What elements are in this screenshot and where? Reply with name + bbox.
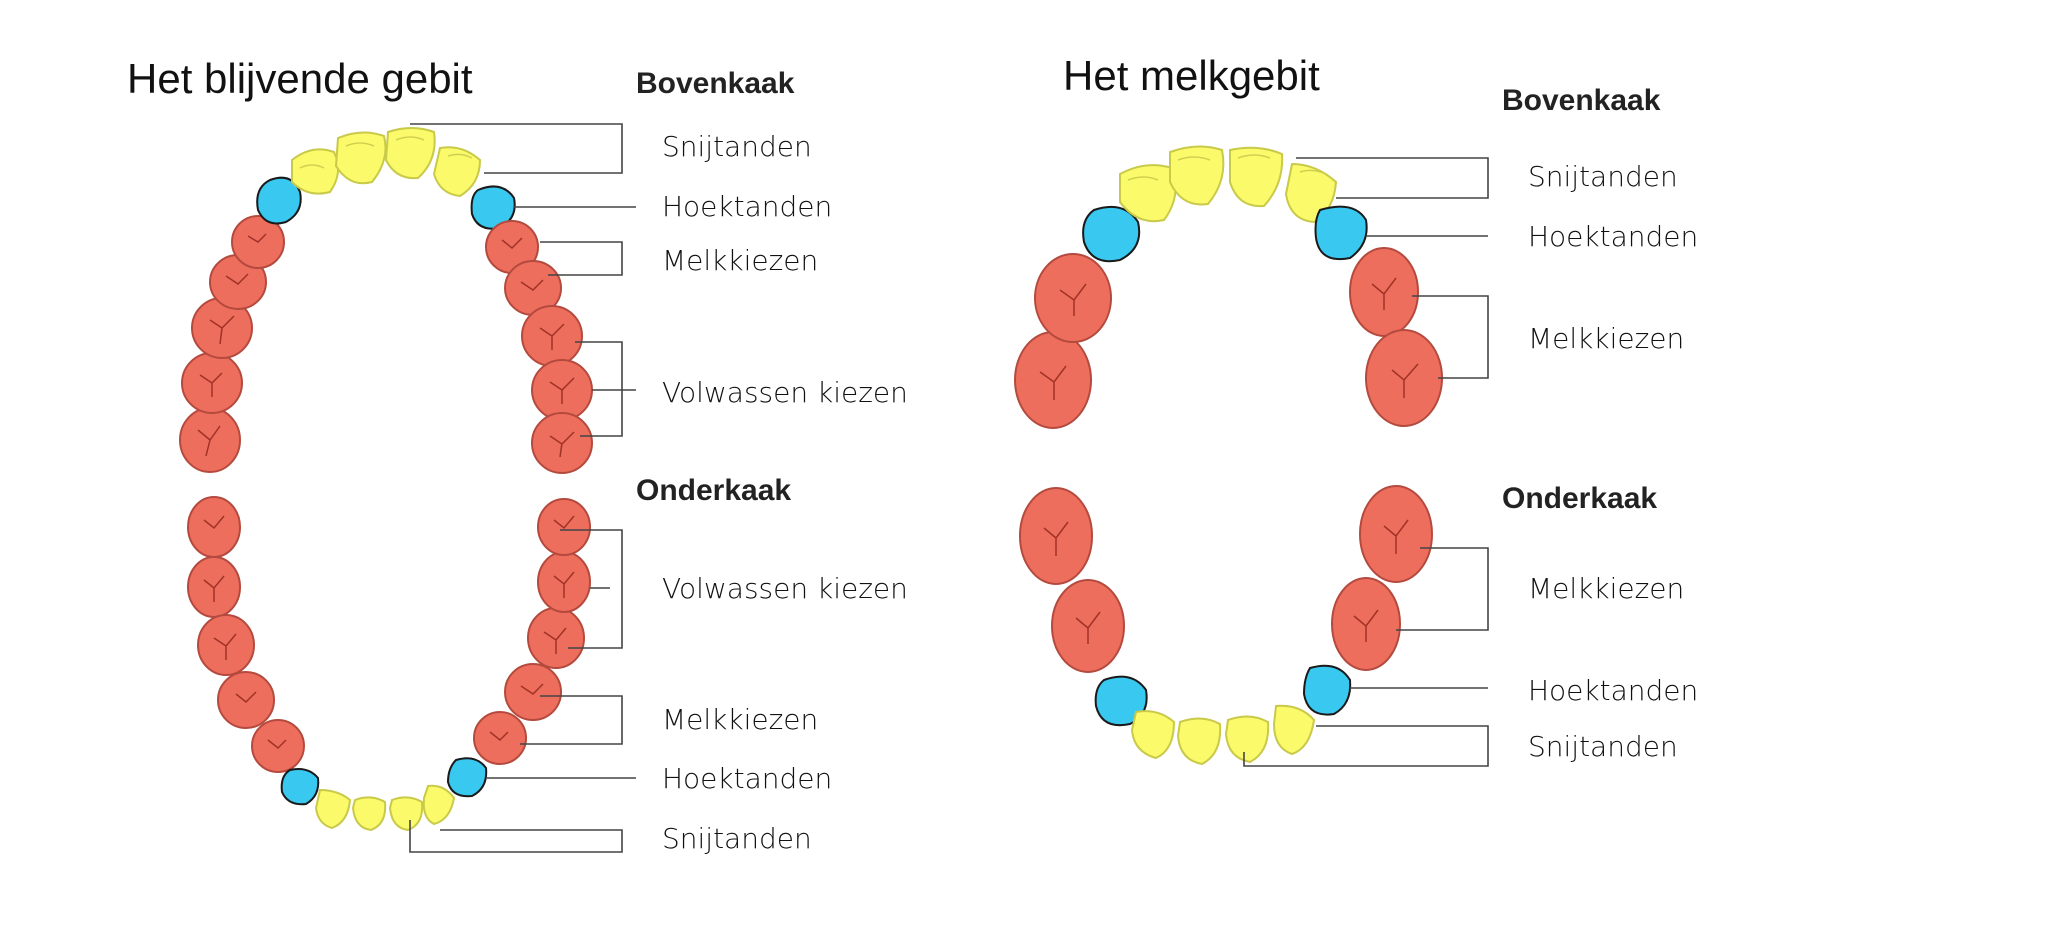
tooth-incisor xyxy=(1224,715,1270,764)
tooth-molar xyxy=(521,305,583,367)
permanent-lower-label: Snijtanden xyxy=(662,822,812,855)
primary-upper-leaders xyxy=(1296,157,1489,379)
tooth-molar xyxy=(527,607,585,669)
primary-lower-jaw xyxy=(1019,485,1433,766)
tooth-molar xyxy=(1051,579,1125,673)
tooth-incisor xyxy=(1119,164,1177,223)
tooth-incisor xyxy=(1130,710,1176,760)
permanent-upper-label: Hoektanden xyxy=(662,190,832,223)
tooth-molar xyxy=(537,498,591,556)
tooth-incisor xyxy=(1272,704,1316,756)
tooth-incisor xyxy=(1229,146,1284,208)
tooth-canine xyxy=(1094,675,1148,727)
tooth-molar xyxy=(1034,253,1112,343)
tooth-molar xyxy=(1014,331,1092,429)
permanent-upper-label: Melkkiezen xyxy=(662,244,818,277)
primary-upper-label: Snijtanden xyxy=(1528,160,1678,193)
primary-lower-label: Snijtanden xyxy=(1528,730,1678,763)
tooth-molar xyxy=(1365,329,1443,427)
tooth-molar xyxy=(1349,247,1419,337)
tooth-molar xyxy=(1019,487,1093,585)
permanent-lower-jaw xyxy=(187,496,591,832)
tooth-molar xyxy=(537,551,591,613)
tooth-molar xyxy=(251,719,305,773)
tooth-molar xyxy=(179,407,241,473)
primary-title: Het melkgebit xyxy=(1063,52,1320,99)
tooth-canine xyxy=(280,768,320,806)
tooth-incisor xyxy=(1176,717,1222,766)
tooth-molar xyxy=(1359,485,1433,583)
permanent-lower-heading: Onderkaak xyxy=(636,474,791,507)
tooth-incisor xyxy=(314,788,352,830)
tooth-canine xyxy=(446,757,488,798)
primary-upper-label: Melkkiezen xyxy=(1528,322,1684,355)
tooth-incisor xyxy=(351,796,387,832)
tooth-molar xyxy=(231,215,285,269)
primary-lower-heading: Onderkaak xyxy=(1502,482,1657,515)
tooth-canine xyxy=(1302,664,1352,716)
tooth-molar xyxy=(504,663,562,721)
tooth-canine xyxy=(1314,205,1368,260)
permanent-title: Het blijvende gebit xyxy=(127,55,473,102)
tooth-incisor xyxy=(422,784,456,826)
tooth-molar xyxy=(473,711,527,765)
permanent-lower-leaders xyxy=(409,529,636,853)
permanent-upper-heading: Bovenkaak xyxy=(636,67,795,100)
tooth-molar xyxy=(187,496,241,558)
primary-lower-label: Melkkiezen xyxy=(1528,572,1684,605)
tooth-molar xyxy=(187,556,241,618)
primary-lower-leaders xyxy=(1243,547,1489,767)
tooth-incisor xyxy=(432,146,482,198)
primary-lower-label: Hoektanden xyxy=(1528,674,1698,707)
permanent-upper-leaders xyxy=(410,123,636,437)
permanent-upper-label: Volwassen kiezen xyxy=(662,376,908,409)
permanent-upper-label: Snijtanden xyxy=(662,130,812,163)
permanent-upper-jaw xyxy=(179,127,593,474)
tooth-molar xyxy=(531,412,593,474)
primary-upper-heading: Bovenkaak xyxy=(1502,84,1661,117)
tooth-molar xyxy=(197,614,255,676)
tooth-incisor xyxy=(384,127,436,180)
permanent-lower-label: Hoektanden xyxy=(662,762,832,795)
tooth-incisor xyxy=(334,131,387,185)
tooth-incisor xyxy=(388,796,424,832)
permanent-lower-label: Volwassen kiezen xyxy=(662,572,908,605)
primary-upper-label: Hoektanden xyxy=(1528,220,1698,253)
tooth-incisor xyxy=(1169,145,1225,206)
permanent-lower-label: Melkkiezen xyxy=(662,703,818,736)
tooth-molar xyxy=(531,359,593,421)
tooth-molar xyxy=(217,671,275,729)
tooth-canine xyxy=(1082,206,1141,263)
primary-upper-jaw xyxy=(1014,145,1443,429)
tooth-molar xyxy=(181,352,243,414)
tooth-incisor xyxy=(291,148,340,195)
tooth-molar xyxy=(1331,577,1401,671)
